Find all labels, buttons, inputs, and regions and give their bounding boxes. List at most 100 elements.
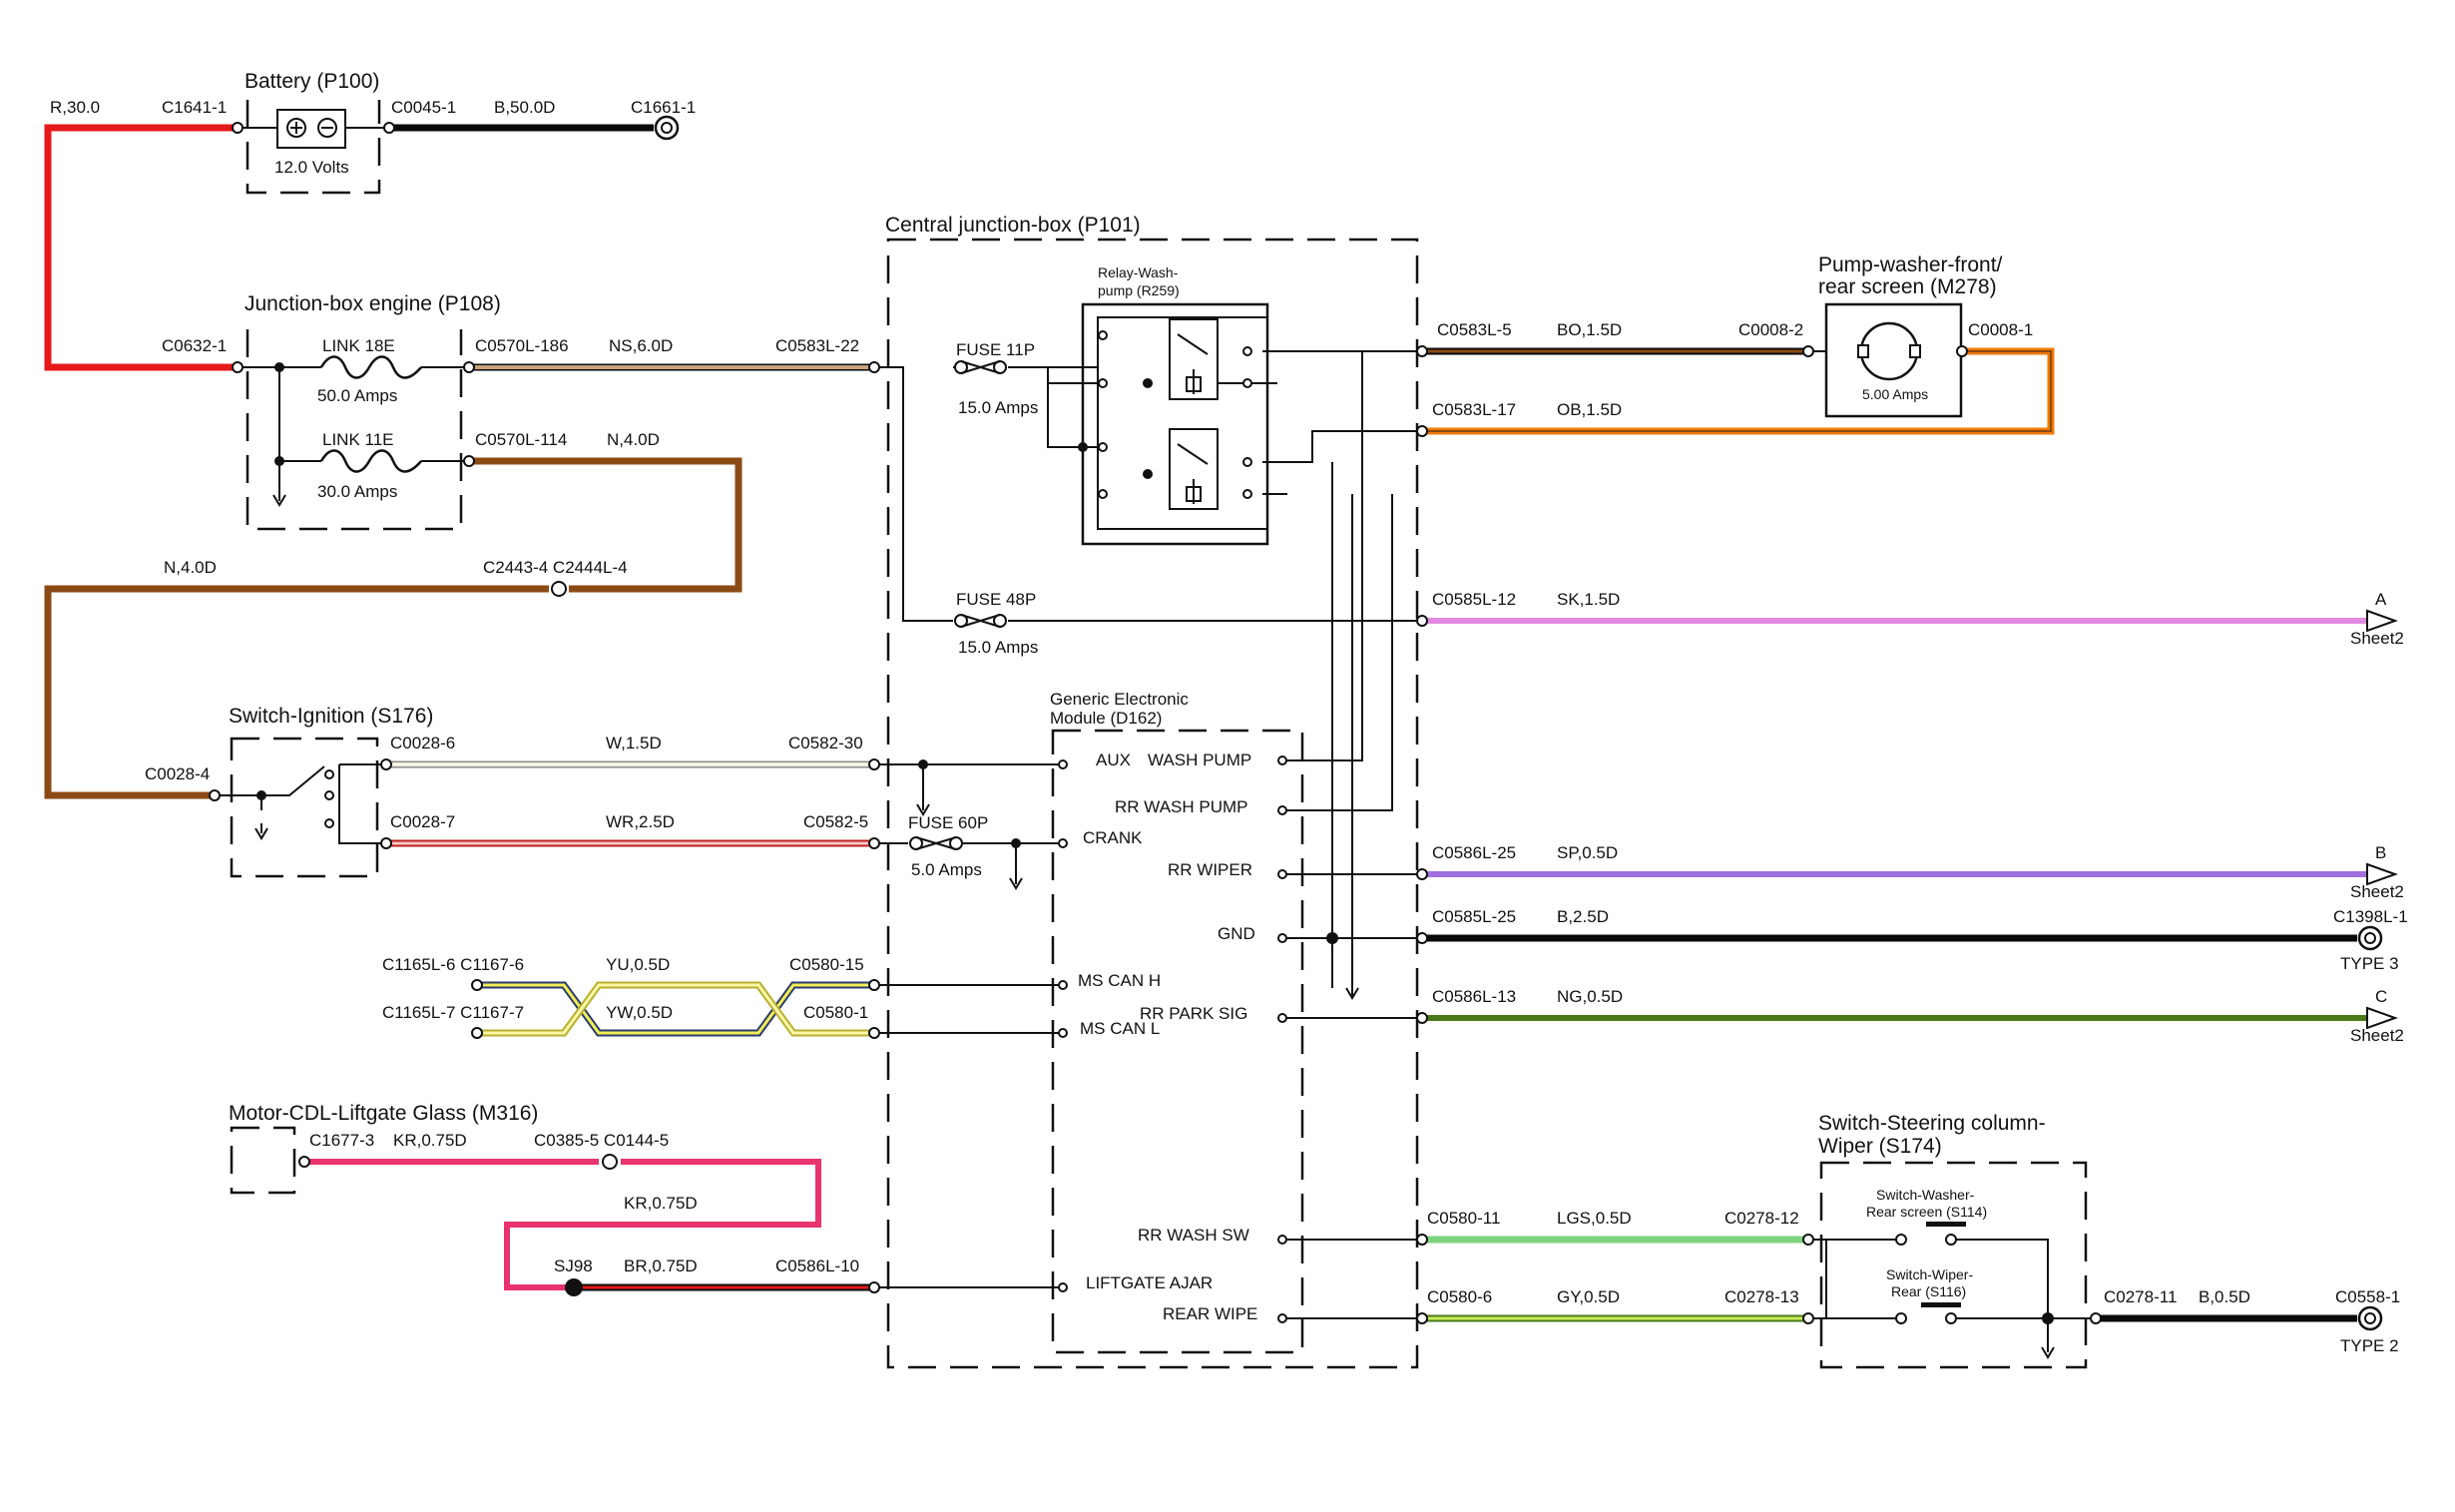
motor-cdl-title: Motor-CDL-Liftgate Glass (M316)	[229, 1102, 538, 1125]
fuse48p-name: FUSE 48P	[956, 590, 1036, 609]
wire-label-ns6: NS,6.0D	[609, 336, 673, 355]
battery-box	[246, 100, 381, 195]
battery-cell	[276, 109, 346, 149]
link18e-name: LINK 18E	[322, 336, 395, 355]
battery-minus-icon	[317, 118, 337, 138]
wire-r30	[44, 124, 238, 371]
switch-steering-title-1: Switch-Steering column-	[1818, 1112, 2046, 1135]
connector-c0570l-114: C0570L-114	[475, 430, 567, 449]
link11e-name: LINK 11E	[322, 430, 394, 449]
pin-ms-can-l: MS CAN L	[1080, 1019, 1160, 1038]
offsheet-c: C	[2375, 987, 2387, 1006]
pin-rr-wash-pump: RR WASH PUMP	[1115, 797, 1248, 816]
switch-steering-title-2: Wiper (S174)	[1818, 1135, 1942, 1158]
wire-label-lgs05: LGS,0.5D	[1557, 1209, 1632, 1228]
splice-sj98	[565, 1278, 583, 1296]
switch-wiper-rear-2: Rear (S116)	[1891, 1283, 1966, 1299]
central-junction-box-title: Central junction-box (P101)	[885, 214, 1141, 237]
connector-c0585l-25: C0585L-25	[1432, 907, 1516, 926]
pump-amps: 5.00 Amps	[1862, 386, 1928, 402]
connector-c1641-1: C1641-1	[162, 98, 227, 117]
connector-c0583l-17: C0583L-17	[1432, 400, 1516, 419]
arrow-b-icon	[2366, 862, 2398, 886]
connector-c0586l-25: C0586L-25	[1432, 843, 1516, 862]
motor-cdl-box	[230, 1126, 296, 1195]
connector-c0558-1: C0558-1	[2335, 1287, 2400, 1306]
connector-c0008-2: C0008-2	[1738, 320, 1803, 339]
connector-c1661-1: C1661-1	[631, 98, 696, 117]
labels: Battery (P100) 12.0 Volts Junction-box e…	[50, 70, 2408, 1355]
wire-kr075	[304, 1159, 821, 1290]
fuse60p-name: FUSE 60P	[908, 813, 988, 832]
battery-plus-icon	[286, 118, 306, 138]
connector-c0582-5: C0582-5	[803, 812, 868, 831]
connector-c0028-4: C0028-4	[145, 764, 210, 783]
offsheet-sheet-b: Sheet2	[2350, 882, 2404, 901]
switch-ignition-title: Switch-Ignition (S176)	[229, 705, 433, 728]
fuse11p-rating: 15.0 Amps	[958, 398, 1038, 417]
pin-wash-pump: WASH PUMP	[1148, 751, 1251, 769]
wire-n4-lower	[44, 585, 549, 799]
offsheet-type2: TYPE 2	[2340, 1336, 2399, 1355]
ring-terminals	[654, 115, 2383, 1331]
junction-box-engine-title: Junction-box engine (P108)	[245, 292, 501, 315]
connector-c0582-30: C0582-30	[788, 734, 863, 753]
switch-washer-rear-1: Switch-Washer-	[1876, 1187, 1975, 1203]
pin-rear-wipe: REAR WIPE	[1163, 1304, 1257, 1323]
central-junction-box	[886, 238, 1419, 1369]
wire-label-sp05: SP,0.5D	[1557, 843, 1618, 862]
wire-label-kr075a: KR,0.75D	[393, 1131, 467, 1150]
pump-title-1: Pump-washer-front/	[1818, 253, 2003, 276]
connector-c0008-1: C0008-1	[1968, 320, 2033, 339]
battery-title: Battery (P100)	[245, 70, 379, 93]
connector-c1165l-6: C1165L-6 C1167-6	[382, 955, 524, 974]
connector-sj98: SJ98	[554, 1257, 593, 1275]
arrow-c-icon	[2366, 1006, 2398, 1030]
offsheet-type3: TYPE 3	[2340, 954, 2399, 973]
connector-c0278-12: C0278-12	[1724, 1209, 1799, 1228]
link18e-symbol	[319, 355, 422, 379]
connector-c0583l-22: C0583L-22	[775, 336, 859, 355]
fuses	[319, 355, 1007, 850]
offsheet-arrows	[2366, 609, 2398, 1030]
wire-n4-upper	[469, 457, 742, 593]
pin-ms-can-h: MS CAN H	[1078, 971, 1161, 990]
wire-label-yw05: YW,0.5D	[606, 1003, 673, 1022]
wire-label-b25: B,2.5D	[1557, 907, 1609, 926]
ring-c1661-icon	[654, 115, 680, 141]
ground-arrows	[254, 489, 2055, 1359]
connector-c0586l-10: C0586L-10	[775, 1257, 859, 1275]
pump-box	[1824, 302, 1963, 418]
connector-c0632-1: C0632-1	[162, 336, 227, 355]
wire-label-r30: R,30.0	[50, 98, 100, 117]
relay-title-2: pump (R259)	[1098, 282, 1180, 298]
wire-label-ob15: OB,1.5D	[1557, 400, 1622, 419]
link18e-rating: 50.0 Amps	[317, 386, 397, 405]
gem-box	[1051, 729, 1304, 1354]
gem-title-2: Module (D162)	[1050, 709, 1162, 728]
connector-c2443-c2444: C2443-4 C2444L-4	[483, 558, 628, 577]
offsheet-sheet-a: Sheet2	[2350, 629, 2404, 648]
offsheet-a: A	[2375, 590, 2387, 609]
ring-c1398-icon	[2357, 925, 2383, 951]
wire-label-gy05: GY,0.5D	[1557, 1287, 1620, 1306]
pin-aux: AUX	[1096, 751, 1131, 769]
wire-label-wr25: WR,2.5D	[606, 812, 675, 831]
switch-ignition-box	[230, 737, 379, 878]
pin-rr-park-sig: RR PARK SIG	[1140, 1004, 1247, 1023]
gem-title-1: Generic Electronic	[1050, 690, 1189, 709]
pin-rr-wash-sw: RR WASH SW	[1138, 1226, 1249, 1245]
connector-c0580-6: C0580-6	[1427, 1287, 1492, 1306]
ring-c0558-icon	[2357, 1305, 2383, 1331]
offsheet-sheet-c: Sheet2	[2350, 1026, 2404, 1045]
fuse11p-symbol	[954, 360, 1007, 374]
pin-rr-wiper: RR WIPER	[1168, 860, 1252, 879]
connector-c0278-13: C0278-13	[1724, 1287, 1799, 1306]
connector-c0580-15: C0580-15	[789, 955, 864, 974]
pin-gnd: GND	[1218, 924, 1255, 943]
wire-label-bo15: BO,1.5D	[1557, 320, 1622, 339]
wire-label-br075: BR,0.75D	[624, 1257, 698, 1275]
link11e-symbol	[319, 449, 422, 473]
arrow-a-icon	[2366, 609, 2398, 633]
pin-crank: CRANK	[1083, 828, 1143, 847]
